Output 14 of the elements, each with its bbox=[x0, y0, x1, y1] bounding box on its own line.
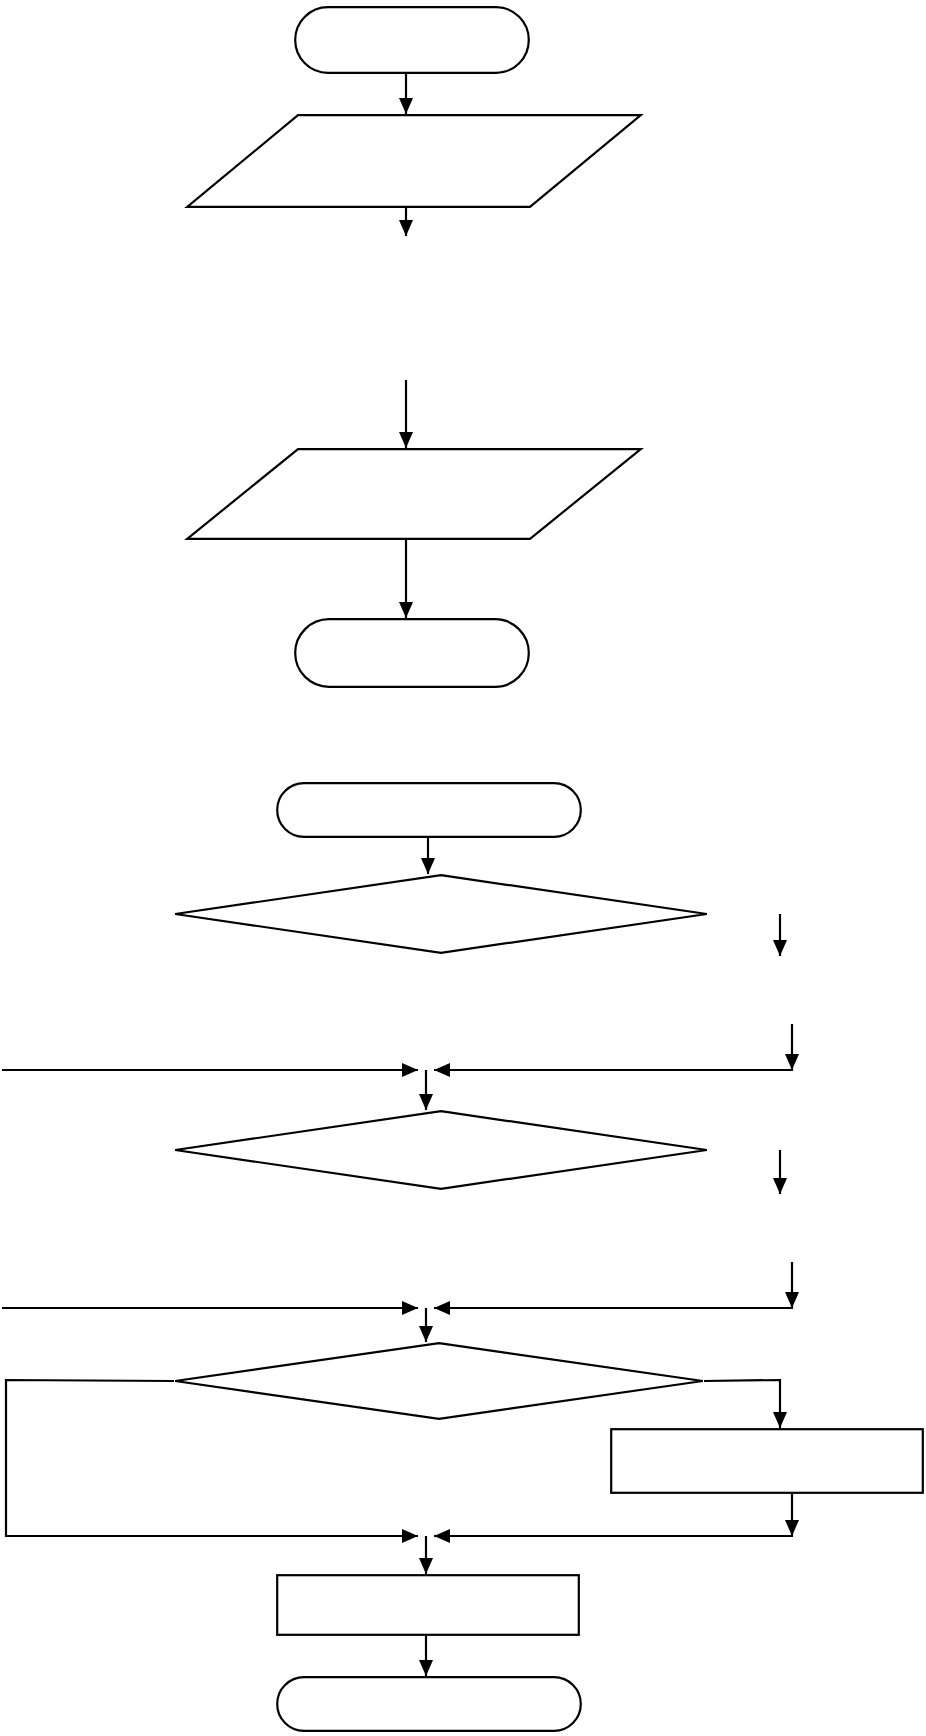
connector-arrow bbox=[419, 1536, 433, 1574]
process-box bbox=[610, 1428, 924, 1494]
decision-diamond bbox=[174, 874, 708, 954]
connector-arrow bbox=[419, 1308, 433, 1342]
terminal-shape bbox=[276, 782, 582, 838]
io-parallelogram bbox=[186, 448, 642, 540]
terminal-shape bbox=[294, 618, 530, 688]
terminal-shape bbox=[276, 1676, 582, 1732]
process-box bbox=[276, 1574, 580, 1636]
decision-diamond bbox=[174, 1342, 704, 1420]
terminal-shape bbox=[294, 6, 530, 74]
decision-diamond bbox=[174, 1110, 708, 1190]
io-parallelogram bbox=[186, 114, 642, 208]
connector-arrow bbox=[419, 1070, 433, 1110]
